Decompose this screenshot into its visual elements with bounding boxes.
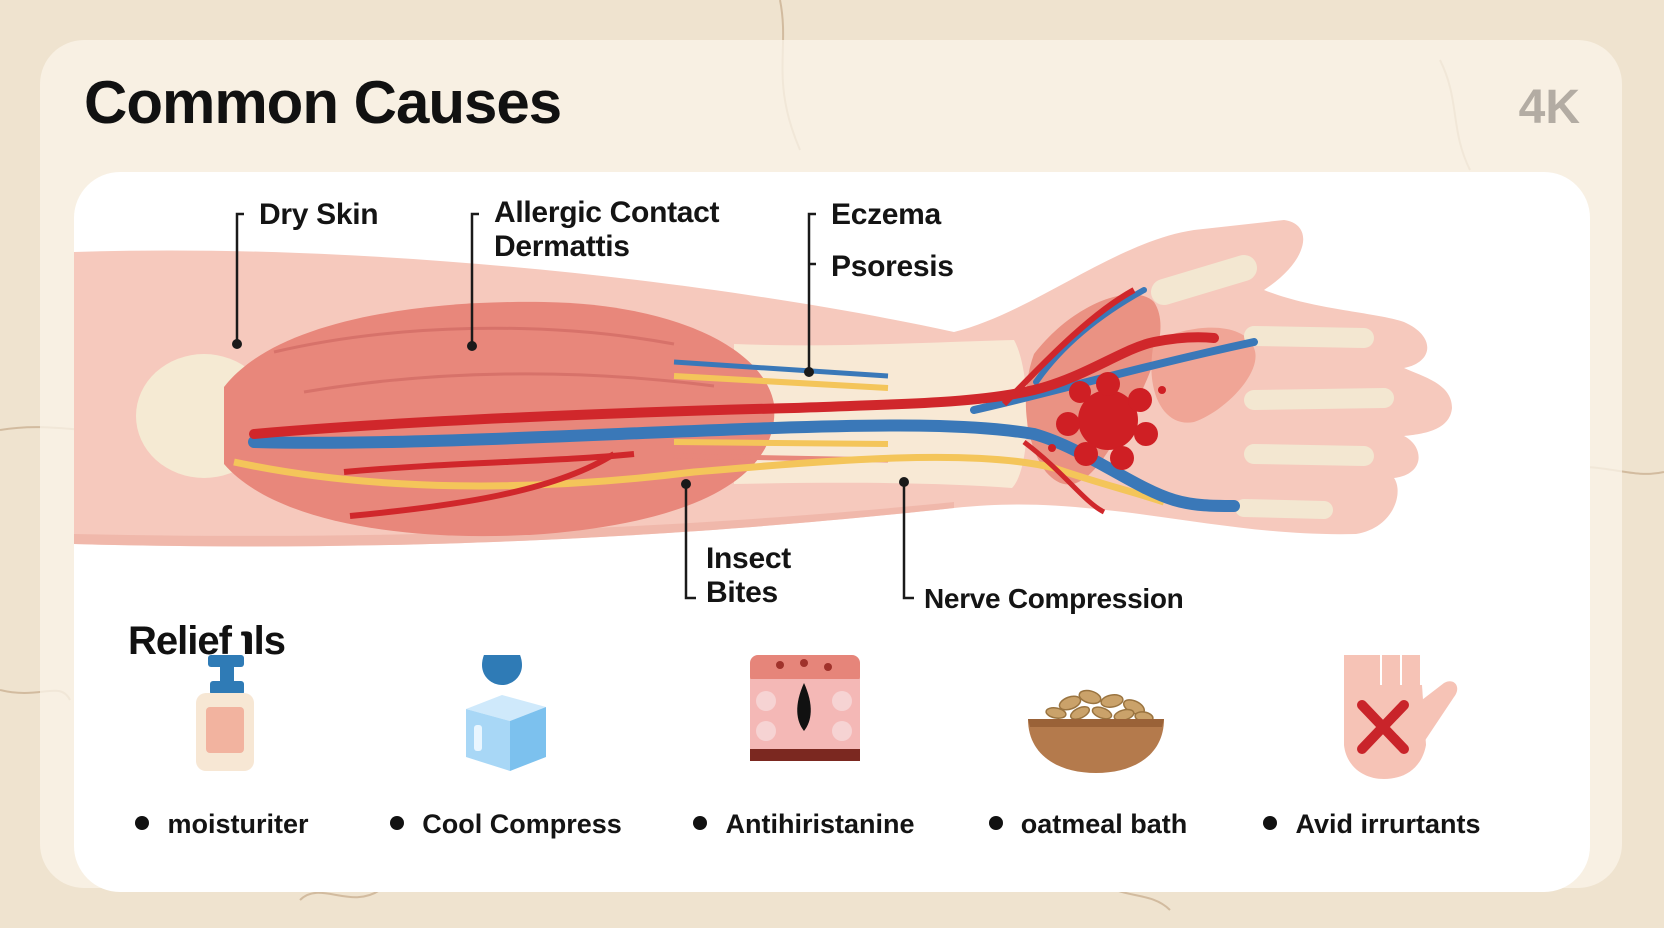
relief-item-avoid-irritants: Avid irrurtants [1222, 655, 1522, 855]
relief-label: moisturiter [74, 809, 372, 840]
relief-label: Cool Compress [356, 809, 656, 840]
relief-section-title: Relief ℩ls [128, 619, 286, 663]
label-eczema: Eczema [831, 198, 941, 231]
label-psoriasis: Psoresis [831, 250, 954, 283]
label-nerve-compression: Nerve Compression [924, 583, 1184, 614]
label-allergic-contact-dermatitis: Allergic Contact Dermattis [494, 196, 720, 263]
skin-layer-icon [750, 655, 860, 761]
irritation-splat-icon [1048, 372, 1166, 470]
hand-x-icon [1344, 655, 1458, 779]
leader-lines [235, 212, 914, 600]
relief-label: Antihiristanine [654, 809, 954, 840]
relief-item-cool-compress: Cool Compress [356, 655, 656, 855]
oatmeal-bowl-icon [1028, 689, 1164, 773]
label-insect-bites: Insect Bites [706, 542, 791, 609]
relief-item-moisturizer: moisturiter [74, 655, 372, 855]
relief-item-oatmeal-bath: oatmeal bath [938, 655, 1238, 855]
relief-item-antihistamine: Antihiristanine [654, 655, 954, 855]
forearm-anatomy-illustration [74, 212, 1452, 600]
ice-cube-drop-icon [466, 655, 546, 771]
lotion-bottle-icon [196, 655, 254, 771]
label-dry-skin: Dry Skin [259, 198, 379, 231]
diagram-card: Dry Skin Allergic Contact Dermattis Ecze… [74, 172, 1590, 892]
resolution-badge: 4K [1518, 81, 1580, 134]
page-title: Common Causes [84, 69, 562, 136]
relief-label: oatmeal bath [938, 809, 1238, 840]
relief-label: Avid irrurtants [1222, 809, 1522, 840]
